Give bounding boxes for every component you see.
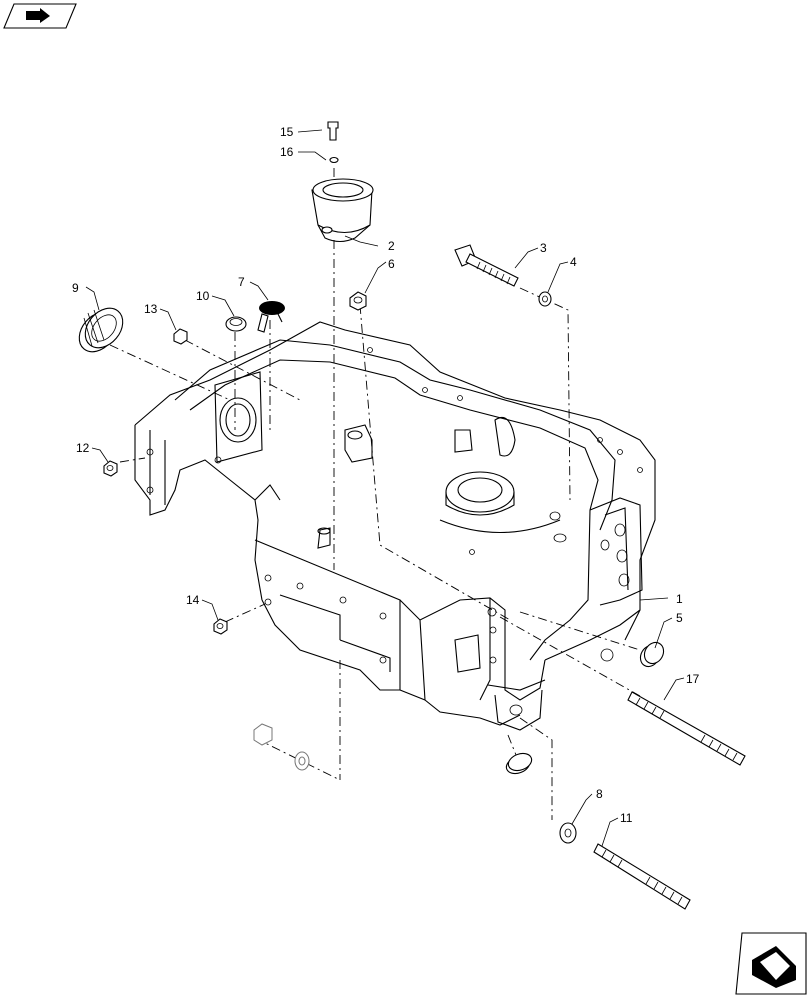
bolt-3 — [454, 244, 519, 287]
stud-17 — [627, 691, 746, 766]
callout-15: 15 — [280, 125, 294, 139]
bushing-housing-2 — [311, 178, 374, 243]
stud-11 — [593, 843, 691, 910]
washer-8 — [559, 822, 577, 844]
callout-8: 8 — [596, 787, 603, 801]
bushing-5 — [639, 641, 665, 668]
callout-labels: 15 16 2 3 4 6 7 9 10 13 12 14 1 5 17 8 1… — [72, 125, 700, 825]
callout-14: 14 — [186, 593, 200, 607]
bushing-lower — [505, 752, 533, 775]
grommet-10 — [225, 316, 247, 332]
previous-page-icon[interactable] — [3, 3, 77, 29]
washer-16 — [329, 156, 339, 164]
callout-7: 7 — [238, 275, 245, 289]
leader-lines — [85, 129, 685, 847]
next-page-icon[interactable] — [735, 932, 807, 995]
callout-4: 4 — [570, 255, 577, 269]
nut-12 — [103, 460, 118, 477]
callout-2: 2 — [388, 239, 395, 253]
nut-14 — [213, 618, 228, 635]
callout-16: 16 — [280, 145, 294, 159]
callout-1: 1 — [676, 592, 683, 606]
seal-9 — [78, 307, 124, 353]
nut-13 — [173, 328, 188, 345]
front-axle-support-housing — [134, 321, 656, 731]
callout-10: 10 — [196, 289, 210, 303]
bolt-15 — [327, 121, 339, 141]
assembly-centerlines — [109, 168, 641, 820]
callout-5: 5 — [676, 611, 683, 625]
reference-nut-washer — [253, 723, 310, 771]
nut-6 — [349, 291, 367, 311]
callout-17: 17 — [686, 672, 700, 686]
callout-12: 12 — [76, 441, 90, 455]
callout-3: 3 — [540, 241, 547, 255]
washer-4 — [538, 291, 552, 307]
callout-13: 13 — [144, 302, 158, 316]
callout-9: 9 — [72, 281, 79, 295]
breather-7 — [257, 301, 285, 333]
callout-11: 11 — [620, 811, 633, 825]
callout-6: 6 — [388, 257, 395, 271]
